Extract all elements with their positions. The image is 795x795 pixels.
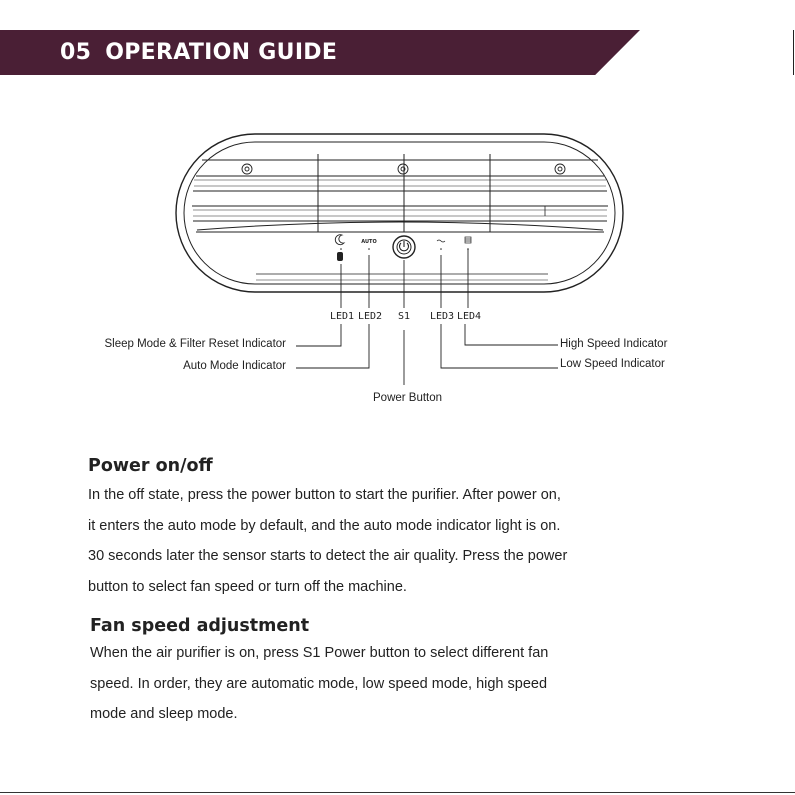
power-button-label: Power Button (373, 392, 443, 404)
section-title: OPERATION GUIDE (105, 40, 338, 65)
fan-section-title: Fan speed adjustment (90, 616, 310, 636)
s1-code: S1 (398, 311, 411, 322)
power-section-body: In the off state, press the power button… (88, 480, 567, 602)
paragraph-line: In the off state, press the power button… (88, 487, 561, 503)
purifier-diagram: AUTO (175, 133, 624, 385)
callout-lines (296, 249, 558, 385)
sleep-indicator-label: Sleep Mode & Filter Reset Indicator (104, 338, 286, 350)
led1-dot (340, 248, 342, 250)
filter-icon (337, 252, 343, 261)
screw-icons (241, 163, 566, 175)
section-number: 05 (60, 40, 92, 65)
led1-code: LED1 (330, 311, 355, 322)
led4-code: LED4 (457, 311, 482, 322)
paragraph-line: button to select fan speed or turn off t… (88, 578, 407, 595)
page-edge-mark (793, 30, 794, 75)
paragraph-line: it enters the auto mode by default, and … (88, 517, 561, 534)
led3-dot (440, 248, 442, 250)
purifier-body-inner (183, 141, 616, 285)
led2-code: LED2 (358, 311, 383, 322)
auto-panel-mark: AUTO (361, 239, 376, 245)
front-grille (192, 154, 608, 233)
low-speed-label: Low Speed Indicator (560, 358, 665, 370)
purifier-body-outline (175, 133, 624, 293)
led3-code: LED3 (430, 311, 455, 322)
auto-indicator-label: Auto Mode Indicator (183, 360, 286, 372)
paragraph-line: mode and sleep mode. (90, 706, 238, 722)
paragraph-line: speed. In order, they are automatic mode… (90, 675, 548, 692)
fan-section-body: When the air purifier is on, press S1 Po… (90, 638, 548, 730)
paragraph-line: When the air purifier is on, press S1 Po… (90, 645, 549, 661)
high-fan-icon (464, 236, 472, 244)
moon-icon (334, 234, 346, 246)
high-speed-label: High Speed Indicator (560, 338, 668, 350)
low-fan-icon (436, 239, 446, 243)
bottom-rule (0, 792, 795, 793)
paragraph-line: 30 seconds later the sensor starts to de… (88, 548, 568, 564)
power-button-icon (392, 235, 416, 259)
power-section-title: Power on/off (88, 456, 213, 476)
header-banner (0, 30, 640, 75)
section-heading: 05 OPERATION GUIDE (60, 40, 337, 65)
led2-dot (368, 248, 370, 250)
control-panel-edge (196, 221, 604, 231)
